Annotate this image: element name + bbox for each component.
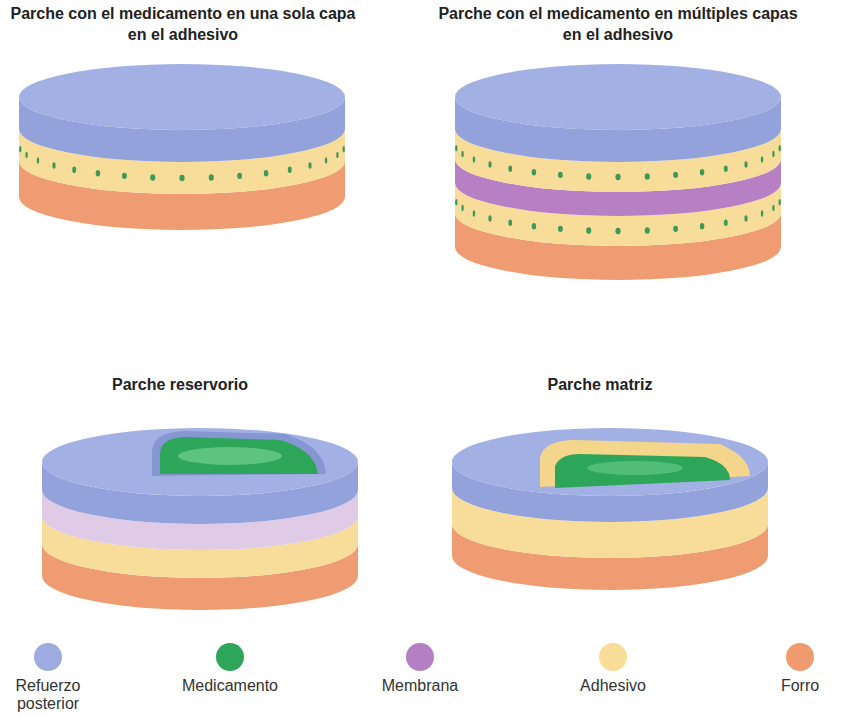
drug-dot bbox=[473, 210, 475, 216]
drug-dot bbox=[724, 220, 728, 226]
legend-swatch bbox=[406, 643, 434, 671]
drug-dot bbox=[455, 145, 457, 151]
legend-entry: Forro bbox=[750, 643, 850, 695]
drug-dot bbox=[72, 167, 76, 173]
drug-dot bbox=[455, 199, 457, 205]
drug-dot bbox=[461, 205, 463, 211]
drug-dot bbox=[461, 151, 463, 157]
legend-swatch bbox=[34, 643, 62, 671]
drug-dot bbox=[336, 152, 338, 158]
drug-dot bbox=[586, 227, 591, 233]
drug-dot bbox=[779, 199, 781, 205]
cut-wall bbox=[152, 431, 326, 476]
drug-dot bbox=[673, 172, 678, 178]
drug-dot bbox=[558, 226, 563, 232]
patch-drawing bbox=[19, 64, 345, 230]
drug-dot bbox=[52, 162, 55, 168]
drug-highlight bbox=[178, 447, 282, 465]
drug-dot bbox=[673, 226, 678, 232]
drug-dot bbox=[772, 205, 774, 211]
drug-dot bbox=[508, 220, 512, 226]
drug-dot bbox=[179, 175, 184, 181]
drug-dot bbox=[308, 162, 311, 168]
legend-entry: Adhesivo bbox=[543, 643, 683, 695]
patch-top-face bbox=[452, 428, 768, 496]
legend-swatch bbox=[216, 643, 244, 671]
drug-highlight bbox=[587, 461, 683, 475]
drug-dot bbox=[615, 228, 620, 234]
drug-dot bbox=[761, 156, 763, 162]
patch-drawing bbox=[42, 428, 358, 610]
patch-drawing bbox=[455, 64, 781, 280]
legend-entry: Membrana bbox=[350, 643, 490, 695]
drug-reservoir bbox=[160, 437, 318, 474]
patch-title: Parche con el medicamento en una sola ca… bbox=[8, 4, 358, 46]
drug-dot bbox=[209, 174, 214, 180]
legend-swatch bbox=[786, 643, 814, 671]
drug-dot bbox=[586, 173, 591, 179]
drug-dot bbox=[508, 166, 512, 172]
drug-dot bbox=[761, 210, 763, 216]
drug-dot bbox=[473, 156, 475, 162]
legend-label: Forro bbox=[781, 677, 819, 695]
drug-matrix bbox=[555, 454, 730, 488]
legend-label: Membrana bbox=[382, 677, 458, 695]
legend-label: Refuerzo posterior bbox=[8, 677, 88, 714]
patch-title: Parche matriz bbox=[490, 375, 710, 396]
drug-dot bbox=[19, 146, 21, 152]
drug-dot bbox=[488, 161, 491, 167]
drug-dot bbox=[325, 157, 327, 163]
drug-dot bbox=[744, 161, 747, 167]
legend-label: Medicamento bbox=[182, 677, 278, 695]
patch-title: Parche con el medicamento en múltiples c… bbox=[432, 4, 804, 46]
drug-dot bbox=[615, 174, 620, 180]
drug-dot bbox=[779, 145, 781, 151]
legend-entry: Medicamento bbox=[160, 643, 300, 695]
drug-dot bbox=[645, 173, 650, 179]
legend-swatch bbox=[599, 643, 627, 671]
patch-drawing bbox=[452, 428, 768, 590]
legend-entry: Refuerzo posterior bbox=[8, 643, 88, 714]
drug-dot bbox=[700, 169, 704, 175]
drug-dot bbox=[724, 166, 728, 172]
drug-dot bbox=[532, 223, 536, 229]
patch-top-face bbox=[19, 64, 345, 130]
drug-dot bbox=[288, 167, 292, 173]
drug-dot bbox=[488, 215, 491, 221]
drug-dot bbox=[264, 170, 268, 176]
drug-dot bbox=[700, 223, 704, 229]
legend-label: Adhesivo bbox=[580, 677, 646, 695]
drug-dot bbox=[744, 215, 747, 221]
drug-dot bbox=[532, 169, 536, 175]
drug-dot bbox=[772, 151, 774, 157]
drug-dot bbox=[25, 152, 27, 158]
adhesive-wall bbox=[540, 440, 750, 487]
drug-dot bbox=[96, 170, 100, 176]
drug-dot bbox=[558, 172, 563, 178]
patch-top-face bbox=[42, 428, 358, 496]
drug-dot bbox=[343, 146, 345, 152]
drug-dot bbox=[237, 173, 242, 179]
drug-dot bbox=[37, 157, 39, 163]
patch-title: Parche reservorio bbox=[70, 375, 290, 396]
drug-dot bbox=[150, 174, 155, 180]
patch-top-face bbox=[455, 64, 781, 130]
drug-dot bbox=[645, 227, 650, 233]
drug-dot bbox=[122, 173, 127, 179]
